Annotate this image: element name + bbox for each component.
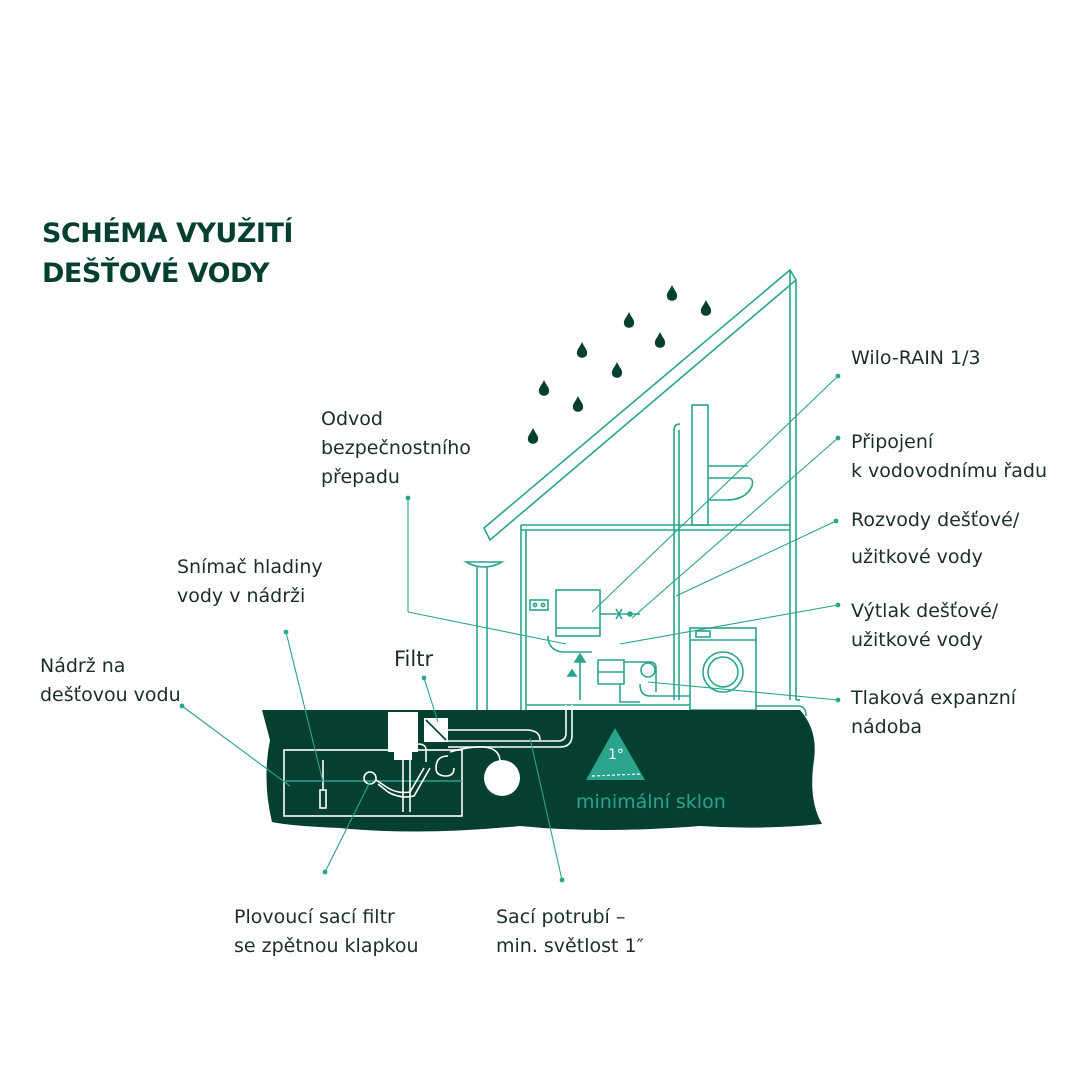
toilet-icon xyxy=(708,477,754,501)
label-odvod-line-2: bezpečnostního xyxy=(321,437,471,459)
raindrop-icon xyxy=(666,285,678,301)
leader-lines xyxy=(181,375,839,881)
raindrop-icon xyxy=(654,332,666,348)
raindrop-icon xyxy=(623,312,635,328)
utility-room xyxy=(526,589,807,717)
control-switch xyxy=(529,599,549,611)
label-pripojeni-line-2: k vodovodnímu řadu xyxy=(851,460,1047,482)
pump-icon xyxy=(597,659,625,685)
raindrop-icon xyxy=(576,342,588,358)
wilo-rain-unit xyxy=(555,589,601,637)
label-filtr: Filtr xyxy=(394,647,434,671)
slope-degree: 1° xyxy=(608,747,624,763)
label-rozvody-line-1: Rozvody dešťové/ xyxy=(851,509,1020,531)
label-pripojeni-line-1: Připojení xyxy=(851,431,934,453)
label-snimac-line-2: vody v nádrži xyxy=(177,585,306,607)
label-snimac: Snímač hladiny vody v nádrži xyxy=(177,553,323,611)
label-plovouci-line-2: se zpětnou klapkou xyxy=(234,935,419,957)
raindrop-icon xyxy=(611,362,623,378)
label-pripojeni: Připojení k vodovodnímu řadu xyxy=(851,428,1047,486)
raindrop-icon xyxy=(572,396,584,412)
label-nadrz-line-1: Nádrž na xyxy=(40,655,126,677)
title-line-2: DEŠŤOVÉ VODY xyxy=(42,258,270,289)
label-odvod-line-3: přepadu xyxy=(321,466,400,488)
rainwater-tank xyxy=(283,705,573,817)
house xyxy=(520,404,790,710)
raindrop-icon xyxy=(538,380,550,396)
label-vytlak-line-1: Výtlak dešťové/ xyxy=(851,600,999,622)
slope-triangle-icon xyxy=(586,728,645,780)
label-plovouci: Plovoucí sací filtr se zpětnou klapkou xyxy=(234,903,419,961)
label-wilo-rain-text: Wilo-RAIN 1/3 xyxy=(851,347,981,369)
label-odvod: Odvod bezpečnostního přepadu xyxy=(321,405,471,492)
gutter-downpipe xyxy=(446,561,506,737)
label-vytlak-line-2: užitkové vody xyxy=(851,629,983,651)
label-saci-line-1: Sací potrubí – xyxy=(496,906,626,928)
page-title: SCHÉMA VYUŽITÍ DEŠŤOVÉ VODY xyxy=(42,214,293,294)
raindrop-icon xyxy=(527,428,539,444)
label-tlakova: Tlaková expanzní nádoba xyxy=(851,684,1016,742)
leader-dots xyxy=(179,373,841,883)
expansion-tank-icon xyxy=(640,662,656,678)
label-saci: Sací potrubí – min. světlost 1″ xyxy=(496,903,644,961)
label-plovouci-line-1: Plovoucí sací filtr xyxy=(234,906,395,928)
title-line-1: SCHÉMA VYUŽITÍ xyxy=(42,218,293,249)
label-tlakova-line-1: Tlaková expanzní xyxy=(851,687,1017,709)
raindrop-group xyxy=(527,285,712,444)
slope-label: minimální sklon xyxy=(576,791,726,813)
label-vytlak: Výtlak dešťové/ užitkové vody xyxy=(851,597,998,655)
label-nadrz: Nádrž na dešťovou vodu xyxy=(40,652,181,710)
label-saci-line-2: min. světlost 1″ xyxy=(496,935,644,957)
float-filter-icon xyxy=(363,771,377,785)
roof xyxy=(483,268,798,700)
label-nadrz-line-2: dešťovou vodu xyxy=(40,684,181,706)
label-wilo-rain: Wilo-RAIN 1/3 xyxy=(851,344,981,373)
raindrop-icon xyxy=(700,300,712,316)
label-odvod-line-1: Odvod xyxy=(321,408,383,430)
faucet-icon xyxy=(756,705,807,717)
label-snimac-line-1: Snímač hladiny xyxy=(177,556,323,578)
label-rozvody-line-2: užitkové vody xyxy=(851,546,983,568)
label-tlakova-line-2: nádoba xyxy=(851,716,923,738)
label-rozvody: Rozvody dešťové/ užitkové vody xyxy=(851,502,1019,576)
